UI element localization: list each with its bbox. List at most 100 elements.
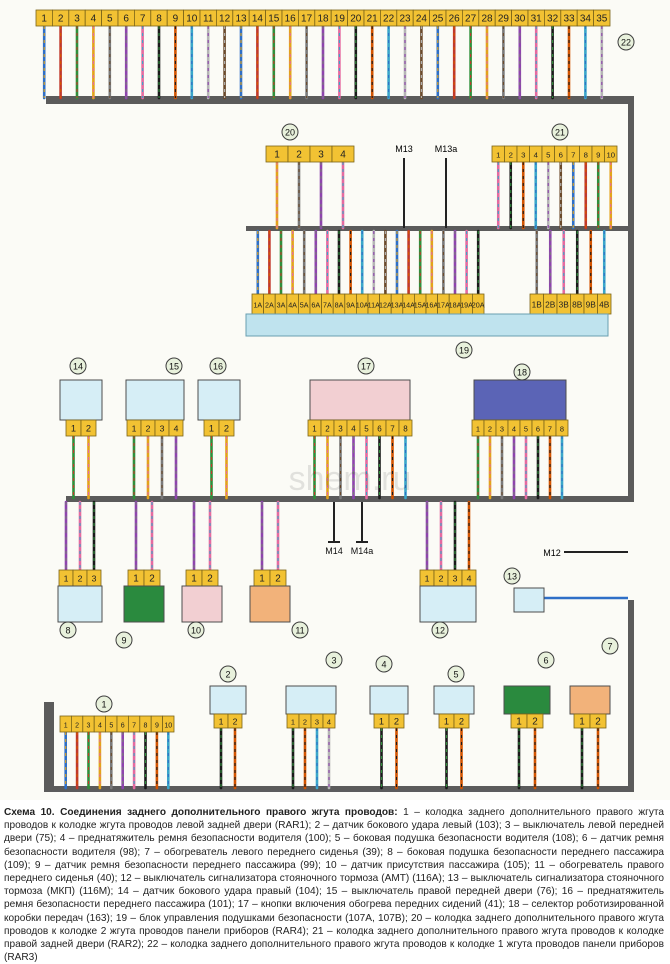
device-5-body: [433, 685, 475, 715]
connector-22-pin-label: 12: [219, 14, 231, 25]
device-7-label: 7: [607, 642, 612, 652]
connector-19-b-pin-label: 1B: [532, 300, 543, 310]
device-1-pin-label: 6: [121, 723, 125, 730]
device-1-pin-label: 8: [144, 723, 148, 730]
device-9-pin-label: 1: [133, 574, 139, 585]
device-11-label: 11: [295, 626, 304, 636]
connector-19-a-pin-label: 18A: [449, 301, 462, 310]
device-12-pin-label: 2: [439, 574, 444, 584]
device-12-callout: [431, 621, 449, 639]
connector-22-pin-label: 31: [531, 14, 543, 25]
connector-22-pin-label: 10: [186, 14, 198, 25]
device-11-pin-label: 2: [275, 574, 281, 585]
connector-19-label: 19: [459, 346, 469, 356]
device-18-pin-label: 5: [524, 425, 528, 434]
connector-21-pin-label: 9: [596, 151, 600, 160]
device-3-pin-label: 4: [327, 718, 331, 727]
connector-22-pin-label: 28: [481, 14, 493, 25]
connector-19-b-pin-label: 8B: [572, 300, 583, 310]
device-17-label: 17: [361, 362, 371, 372]
connector-22-pin-label: 32: [547, 14, 559, 25]
device-15-pin-label: 2: [146, 424, 151, 434]
device-9-label: 9: [121, 636, 126, 646]
harness-trunk-bottom-left: [44, 702, 54, 792]
device-16-pin-label: 1: [209, 424, 214, 434]
connector-19-b-pin-label: 3B: [559, 300, 570, 310]
connector-22-pin-label: 8: [156, 14, 162, 25]
device-10-label: 10: [191, 626, 201, 636]
connector-22-pin-label: 1: [41, 14, 47, 25]
connector-19-b-pin-label: 4B: [599, 300, 610, 310]
connector-19-a-pin-label: 15A: [414, 301, 427, 310]
device-17-pin-label: 3: [338, 425, 343, 434]
connector-21-pin-label: 7: [571, 151, 575, 160]
connector-19-a-pin-label: 11A: [368, 301, 380, 310]
connector-19-a-pin-label: 19A: [460, 301, 473, 310]
connector-22-pin-label: 29: [498, 14, 510, 25]
device-2-body: [209, 685, 247, 715]
harness-trunk-right-low: [628, 600, 634, 792]
connector-21-pin-10: [604, 145, 618, 163]
connector-19-a-pin-label: 17A: [437, 301, 450, 310]
device-3-body: [285, 685, 337, 715]
connector-22-pin-label: 35: [596, 14, 608, 25]
device-12-body: [419, 585, 477, 623]
device-17-pin-label: 1: [312, 425, 317, 434]
device-17-pin-label: 5: [364, 425, 369, 434]
device-10-pin-label: 2: [207, 574, 213, 585]
connector-22-pin-label: 27: [465, 14, 477, 25]
device-1-pin-label: 7: [132, 723, 136, 730]
device-14-label: 14: [73, 362, 83, 372]
device-18-body: [473, 379, 567, 421]
wires-layer: [42, 24, 628, 790]
device-17-body: [309, 379, 411, 421]
connector-21-label: 21: [555, 128, 565, 138]
device-10-callout: [187, 621, 205, 639]
device-6-pin-label: 2: [532, 717, 538, 728]
device-7-pin-label: 1: [579, 717, 585, 728]
device-18-pin-8: [555, 419, 569, 437]
connector-22-pin-label: 19: [334, 14, 346, 25]
connector-22-pin-label: 16: [285, 14, 297, 25]
device-18-label: 18: [517, 368, 527, 378]
connector-22-pin-label: 7: [140, 14, 146, 25]
device-16-label: 16: [213, 362, 223, 372]
harness-trunk-bottom: [44, 786, 634, 792]
device-13-body: [513, 587, 545, 613]
device-8-pin-label: 1: [64, 574, 69, 584]
connector-19-a-pin-label: 3A: [277, 301, 286, 310]
device-18-pin-label: 8: [560, 425, 564, 434]
connector-20-pin-4: [331, 145, 355, 163]
device-18-pin-label: 6: [536, 425, 540, 434]
harness-trunk-right: [628, 96, 634, 502]
connector-22-pin-label: 21: [367, 14, 379, 25]
device-16-pin-2: [218, 419, 235, 437]
device-17-pin-8: [398, 419, 413, 437]
device-15-label: 15: [169, 362, 179, 372]
connector-19-a-pin-label: 12A: [379, 301, 392, 310]
device-1-pin-label: 1: [64, 723, 68, 730]
device-17-pin-label: 2: [325, 425, 330, 434]
connector-19-a-pin-label: 8A: [335, 301, 344, 310]
connector-20-pin-label: 2: [296, 150, 302, 161]
connector-19-a-pin-label: 6A: [311, 301, 320, 310]
connector-22-pin-label: 13: [235, 14, 247, 25]
connector-19-a-pin-label: 10A: [356, 301, 369, 310]
connector-22-pin-label: 26: [449, 14, 461, 25]
ground-m13-label: M13: [395, 144, 413, 154]
airbag-ecu-block: [245, 313, 609, 337]
device-14-pin-2: [80, 419, 97, 437]
device-14-callout: [69, 357, 87, 375]
connector-22-pin-label: 34: [580, 14, 592, 25]
device-18-pin-label: 7: [548, 425, 552, 434]
connector-19-b-pin-label: 2B: [545, 300, 556, 310]
device-18-pin-label: 3: [500, 425, 504, 434]
device-18-pin-label: 1: [476, 425, 480, 434]
connector-19-a-pin-label: 14A: [402, 301, 415, 310]
device-1-pin-label: 4: [98, 723, 102, 730]
figure-caption: Схема 10. Соединения заднего дополнитель…: [4, 806, 664, 964]
connector-19-a-pin-label: 9A: [346, 301, 355, 310]
ground-m13a-label: M13a: [435, 144, 458, 154]
